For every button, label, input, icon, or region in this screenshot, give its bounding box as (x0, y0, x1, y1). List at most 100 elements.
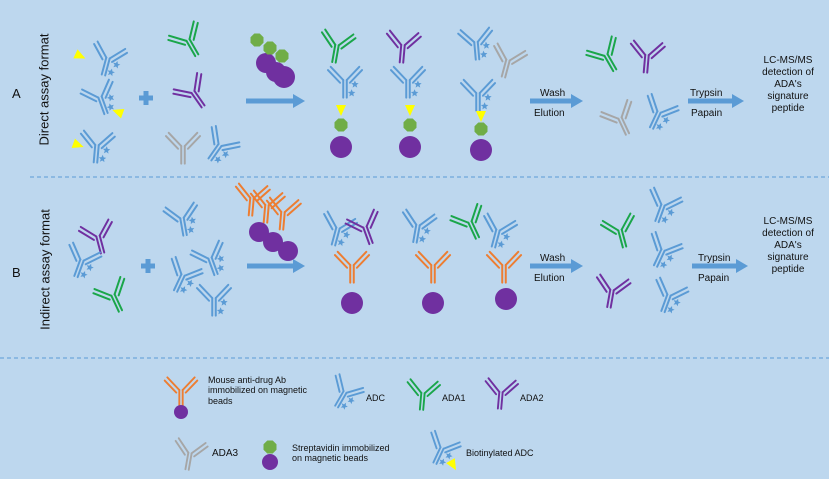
adc-antibody (162, 201, 199, 237)
row-b-wash-label: Wash (540, 253, 566, 264)
streptavidin-bead (399, 136, 421, 158)
ada2-antibody (77, 218, 113, 255)
arrow-wash-b (530, 259, 583, 273)
legend-adc-label: ADC (366, 393, 386, 403)
row-a-letter: A (12, 86, 21, 101)
magnetic-bead (422, 292, 444, 314)
row-b-detection-line: LC-MS/MS (763, 216, 813, 227)
row-a-format-label: Direct assay format (36, 33, 52, 146)
adc-antibody (170, 256, 204, 294)
row-b-detection-line: peptide (771, 264, 805, 275)
ada1-antibody (599, 212, 635, 249)
biotin-tag (336, 105, 346, 116)
legend-ada2-icon (484, 377, 519, 410)
mouse-anti-drug-ab (265, 196, 302, 231)
row-b-detection-line: ADA's (774, 240, 802, 251)
adc-antibody (326, 65, 364, 99)
streptavidin-complex (250, 33, 264, 47)
mouse-anti-drug-ab (485, 250, 523, 284)
row-a-detection-line: detection of (762, 67, 814, 78)
ada1-antibody (449, 203, 483, 240)
legend-mouse-ab-line: immobilized on magnetic (208, 385, 308, 396)
biotin-tag (405, 105, 415, 116)
mouse-anti-drug-ab (414, 250, 452, 284)
adc-antibody (457, 26, 494, 61)
streptavidin-complex (263, 41, 277, 55)
magnetic-bead (278, 241, 298, 261)
row-b-letter: B (12, 265, 21, 280)
adc-antibody (646, 93, 680, 131)
mouse-anti-drug-ab (333, 250, 371, 284)
legend-streptavidin-line: on magnetic beads (292, 453, 369, 464)
ada2-antibody (595, 273, 632, 309)
streptavidin-complex (474, 122, 488, 136)
row-b-elution-label: Elution (534, 273, 565, 284)
streptavidin-complex (403, 118, 417, 132)
row-b-detection-text: LC-MS/MS detection of ADA's signature pe… (752, 216, 824, 276)
arrow-capture-a (246, 94, 305, 108)
row-a-detection-line: peptide (771, 103, 805, 114)
streptavidin-bead (470, 139, 492, 161)
magnetic-bead (341, 292, 363, 314)
ada3-antibody (493, 42, 529, 79)
mouse-anti-drug-ab (249, 189, 286, 224)
legend-ada1-icon (406, 378, 441, 411)
adc-antibody (207, 124, 241, 164)
legend-ada2-label: ADA2 (520, 393, 544, 403)
legend-biotin-icon (446, 458, 456, 471)
ada1-antibody (320, 28, 357, 64)
row-a-detection-line: ADA's (774, 79, 802, 90)
adc-antibody (195, 283, 233, 317)
legend-streptavidin-bead-icon (262, 454, 278, 470)
legend-mouse-ab-icon (163, 376, 199, 408)
legend-biotinylated-adc-icon (430, 429, 462, 466)
row-a-detection-line: signature (767, 91, 809, 102)
streptavidin-complex (334, 118, 348, 132)
row-a-elution-label: Elution (534, 108, 565, 119)
mouse-anti-drug-ab (234, 182, 271, 217)
adc-antibody (68, 241, 103, 279)
legend-streptavidin-label: Streptavidin immobilized on magnetic bea… (292, 443, 390, 464)
adc-antibody (189, 239, 225, 277)
adc-antibody (459, 78, 497, 112)
magnetic-bead (495, 288, 517, 310)
streptavidin-bead (330, 136, 352, 158)
legend-biotinylated-adc-label: Biotinylated ADC (466, 448, 534, 458)
biotin-tag (112, 109, 125, 119)
biotin-tag (73, 49, 86, 59)
row-b-detection-line: detection of (762, 228, 814, 239)
ada2-antibody (385, 29, 422, 64)
legend-ada3-label: ADA3 (212, 448, 239, 459)
plus-sign (141, 259, 155, 273)
legend-streptavidin-line: Streptavidin immobilized (292, 443, 390, 453)
legend-mouse-ab-line: Mouse anti-drug Ab (208, 375, 287, 385)
row-a-detection-line: LC-MS/MS (763, 55, 813, 66)
arrow-digest-a (688, 94, 744, 108)
arrow-wash-a (530, 94, 583, 108)
legend-ada3-icon (174, 437, 209, 471)
ada2-antibody (344, 208, 379, 246)
ada1-antibody (167, 20, 200, 58)
biotinylated-adc (93, 40, 129, 77)
plus-sign (139, 91, 153, 105)
row-b-papain-label: Papain (698, 273, 730, 284)
arrow-capture-b (247, 259, 305, 273)
ada3-antibody (164, 131, 202, 165)
ada2-antibody (172, 71, 206, 109)
ada3-antibody (599, 99, 633, 136)
row-b-detection-line: signature (767, 252, 809, 263)
ada2-antibody (629, 39, 666, 74)
adc-antibody (323, 210, 359, 247)
biotin-tag (476, 111, 486, 122)
row-b-trypsin-label: Trypsin (698, 253, 731, 264)
row-a-papain-label: Papain (691, 108, 723, 119)
arrow-digest-b (692, 259, 748, 273)
adc-antibody (649, 186, 684, 224)
biotinylated-adc (79, 129, 116, 164)
adc-antibody (483, 212, 519, 249)
adc-antibody (650, 231, 684, 269)
ada1-antibody (585, 35, 618, 73)
ada1-antibody (92, 276, 126, 313)
adc-antibody (401, 208, 438, 244)
